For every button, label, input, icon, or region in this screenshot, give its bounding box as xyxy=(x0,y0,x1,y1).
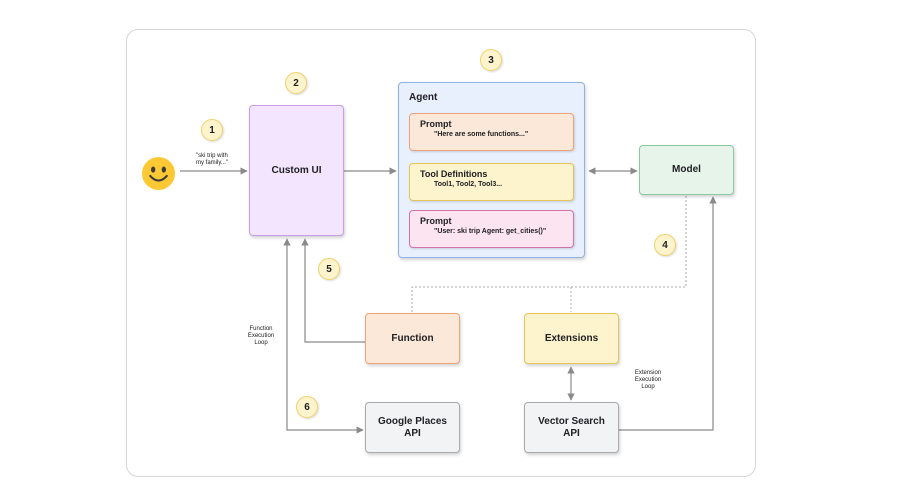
user-prompt-box: Prompt "User: ski trip Agent: get_cities… xyxy=(409,210,574,248)
step-badge-5: 5 xyxy=(318,258,340,280)
model-box: Model xyxy=(639,145,734,195)
step-badge-4: 4 xyxy=(654,234,676,256)
arrow-function-to-custom-ui xyxy=(301,238,365,343)
extensions-label: Extensions xyxy=(544,332,599,344)
dotted-model-to-tools xyxy=(411,196,687,312)
user-message-text: "ski trip with my family..." xyxy=(196,153,229,166)
function-label: Function xyxy=(391,332,434,344)
user-prompt-text: "User: ski trip Agent: get_cities()" xyxy=(434,228,547,235)
step-badge-2: 2 xyxy=(285,72,307,94)
tool-definitions-box: Tool Definitions Tool1, Tool2, Tool3... xyxy=(409,163,574,201)
function-box: Function xyxy=(365,313,460,364)
agent-prompt-text: "Here are some functions..." xyxy=(434,131,529,138)
user-prompt-title: Prompt xyxy=(420,216,452,226)
tool-definitions-text: Tool1, Tool2, Tool3... xyxy=(434,181,503,188)
tool-definitions-title: Tool Definitions xyxy=(420,169,488,179)
arrow-function-execution-loop xyxy=(283,238,364,434)
google-places-api-label: Google Places API xyxy=(378,415,447,439)
agent-prompt-title: Prompt xyxy=(420,119,452,129)
step-badge-1: 1 xyxy=(201,119,223,141)
vector-search-api-box: Vector Search API xyxy=(524,402,619,453)
step-badge-6: 6 xyxy=(296,396,318,418)
function-execution-loop-label: Function Execution Loop xyxy=(247,326,275,346)
step-badge-3: 3 xyxy=(480,49,502,71)
custom-ui-label: Custom UI xyxy=(271,164,322,176)
extension-execution-loop-label: Extension Execution Loop xyxy=(634,370,662,390)
smiley-face-icon xyxy=(141,156,176,191)
vector-search-api-label: Vector Search API xyxy=(538,415,605,439)
agent-prompt-box: Prompt "Here are some functions..." xyxy=(409,113,574,151)
arrow-vector-search-to-model xyxy=(619,196,717,431)
agent-box: Agent Prompt "Here are some functions...… xyxy=(398,82,585,258)
google-places-api-box: Google Places API xyxy=(365,402,460,453)
custom-ui-box: Custom UI xyxy=(249,105,344,236)
extensions-box: Extensions xyxy=(524,313,619,364)
model-label: Model xyxy=(672,164,701,175)
agent-title: Agent xyxy=(409,92,438,103)
